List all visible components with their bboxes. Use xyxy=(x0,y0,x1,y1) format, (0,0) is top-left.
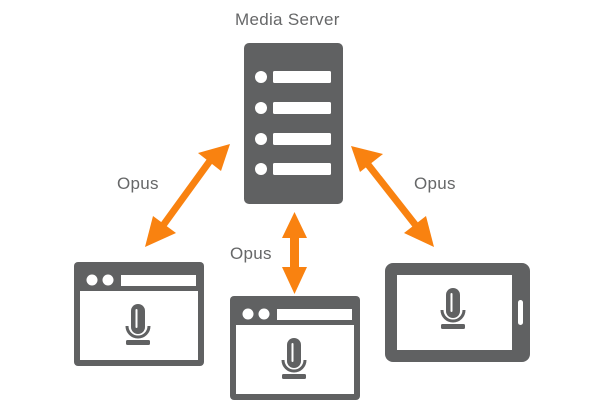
tablet-right xyxy=(385,263,530,362)
home-button xyxy=(518,300,523,325)
link-label-right: Opus xyxy=(414,174,456,193)
server-row-3 xyxy=(255,133,331,145)
window-dot xyxy=(102,274,114,286)
link-label-left: Opus xyxy=(117,174,159,193)
browser-center xyxy=(230,296,360,400)
browser-left xyxy=(74,262,204,366)
server-row-4 xyxy=(255,163,331,175)
media-server xyxy=(244,43,343,204)
address-bar xyxy=(277,309,352,320)
link-label-center: Opus xyxy=(230,244,272,263)
server-row-1 xyxy=(255,71,331,83)
window-dot xyxy=(258,308,270,320)
arrow-center xyxy=(282,212,307,294)
window-dot xyxy=(86,274,98,286)
media-server-label: Media Server xyxy=(235,10,340,29)
window-dot xyxy=(242,308,254,320)
server-row-2 xyxy=(255,102,331,114)
arrow-left xyxy=(145,144,230,247)
address-bar xyxy=(121,275,196,286)
arrow-right xyxy=(351,146,434,247)
server-body xyxy=(244,43,343,204)
